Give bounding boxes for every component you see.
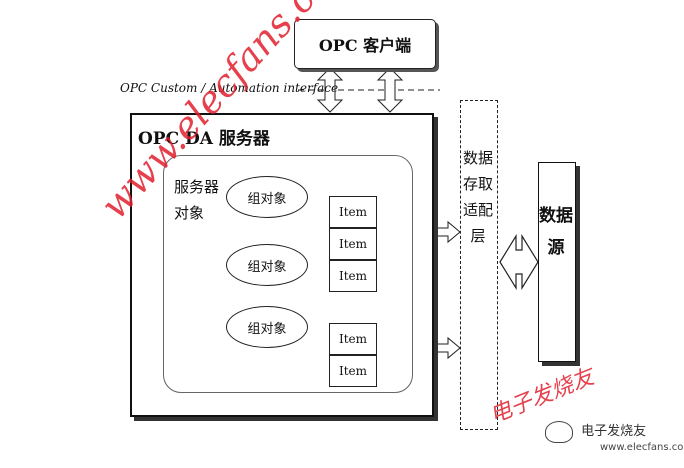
- group-object-label: 组对象: [247, 259, 287, 275]
- item-label: Item: [338, 332, 368, 346]
- server-title: OPC DA 服务器: [138, 129, 270, 149]
- logo-site: www.elecfans.com: [600, 442, 684, 453]
- opc-client-label: OPC 客户端: [318, 36, 412, 55]
- data-source-box: [538, 162, 576, 362]
- adapter-datasource-arrow: [499, 233, 539, 291]
- client-server-arrow-right: [376, 67, 404, 113]
- item-box-4: Item: [329, 323, 377, 355]
- data-access-adapter-box: [460, 100, 498, 430]
- item-box-2: Item: [329, 228, 377, 260]
- group-object-label: 组对象: [247, 321, 287, 337]
- item-box-5: Item: [329, 355, 377, 387]
- opc-client-box: OPC 客户端: [294, 19, 436, 69]
- data-source-label: 数据源: [539, 206, 573, 258]
- group-object-3: 组对象: [226, 306, 308, 348]
- item-label: Item: [338, 269, 368, 283]
- logo-text: 电子发烧友: [581, 424, 647, 439]
- logo-name: 电子发烧友: [545, 420, 646, 443]
- data-access-adapter-label: 数据存取适配层: [462, 149, 493, 245]
- group-object-label: 组对象: [247, 191, 287, 207]
- interface-label: OPC Custom / Automation interface: [120, 81, 339, 95]
- logo-icon: [545, 420, 573, 443]
- item-box-1: Item: [329, 196, 377, 228]
- item-label: Item: [338, 237, 368, 251]
- client-server-arrow-left: [316, 67, 344, 113]
- group-object-1: 组对象: [226, 176, 308, 218]
- item-label: Item: [338, 205, 368, 219]
- group-object-2: 组对象: [226, 244, 308, 286]
- item-box-3: Item: [329, 260, 377, 292]
- server-object-label: 服务器对象: [174, 178, 220, 222]
- item-label: Item: [338, 364, 368, 378]
